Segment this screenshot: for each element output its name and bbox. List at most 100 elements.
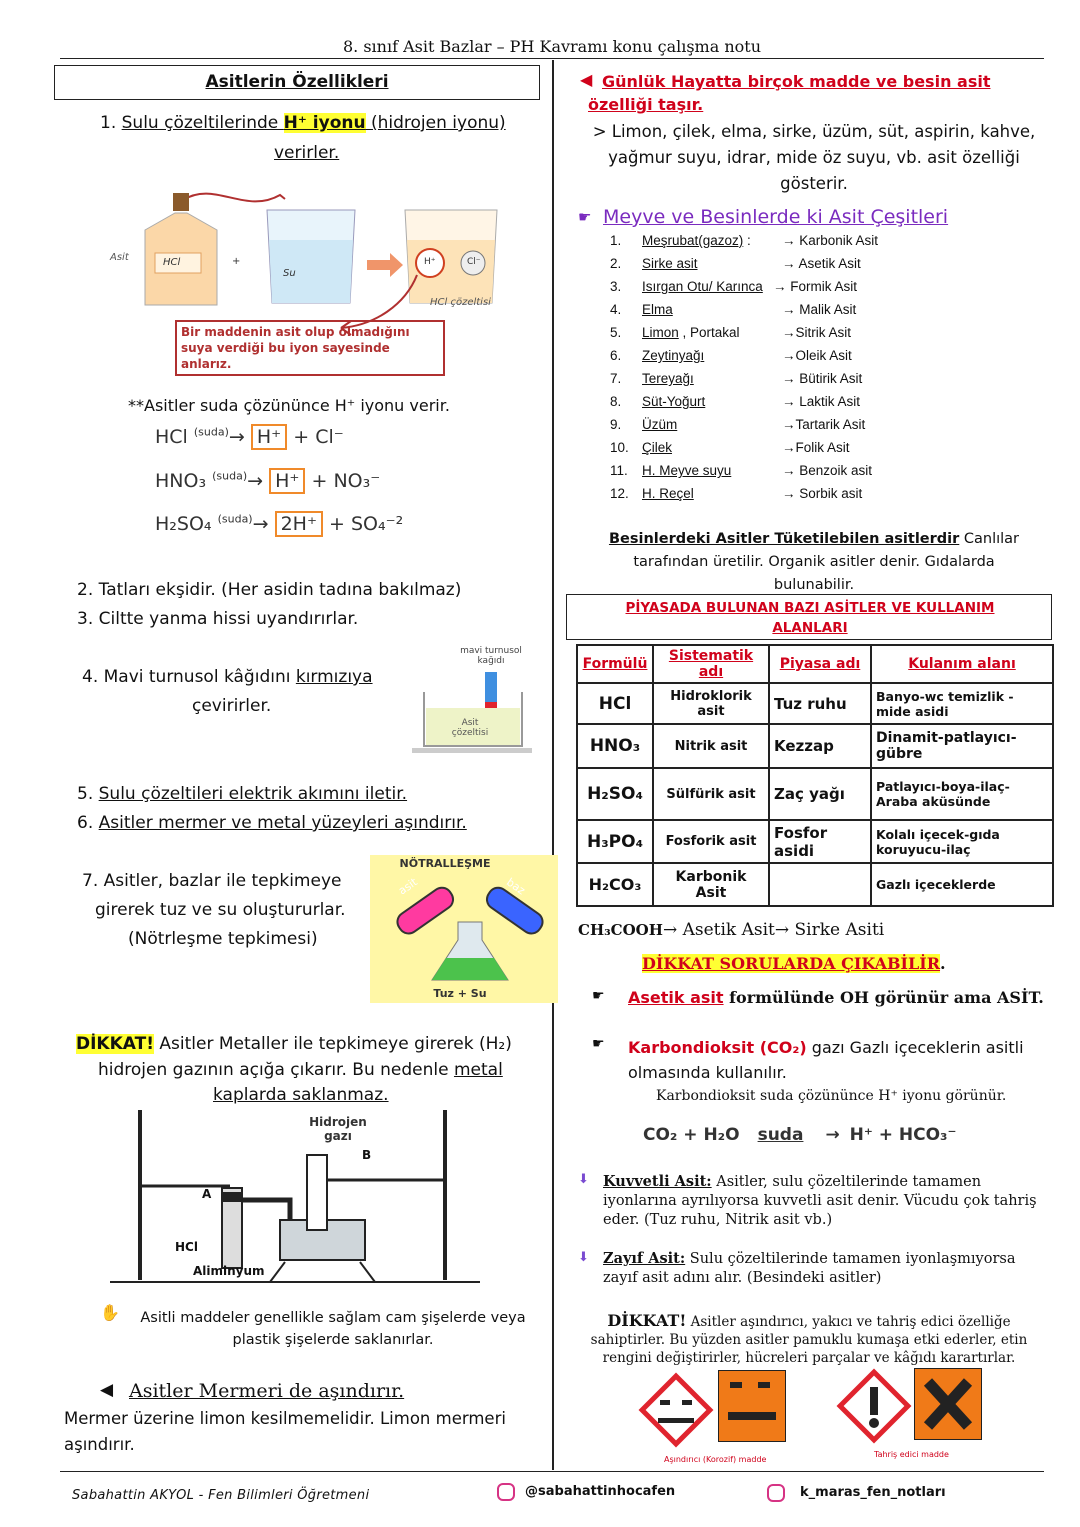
corrosive-pictogram-icon <box>638 1372 714 1448</box>
equation-hno3: HNO₃ (suda)→ H⁺ + NO₃⁻ <box>155 468 381 494</box>
h-ion-box: H⁺ <box>250 424 288 450</box>
property-6: 6. Asitler mermer ve metal yüzeyleri aşı… <box>77 813 467 833</box>
marble-icon: ◀ <box>100 1380 114 1400</box>
marble-text: Mermer üzerine limon kesilmemelidir. Lim… <box>64 1409 506 1454</box>
author-credit: Sabahattin AKYOL - Fen Bilimleri Öğretme… <box>72 1488 370 1503</box>
instagram-handle-2[interactable]: k_maras_fen_notları <box>800 1485 946 1500</box>
food-name: H. Reçel <box>642 486 694 501</box>
property-7-b: girerek tuz ve su oluştururlar. <box>95 900 346 920</box>
property-5: 5. Sulu çözeltileri elektrik akımını ile… <box>77 784 408 804</box>
column-divider <box>552 60 554 1470</box>
list-item: 8.Süt-Yoğurt→ Laktik Asit <box>610 394 1030 414</box>
marble-title: Asitler Mermeri de aşındırır. <box>129 1380 405 1402</box>
fig1-hcl-label: HCl <box>163 257 181 268</box>
acid-name: → Asetik Asit <box>782 256 861 271</box>
page-title: 8. sınıf Asit Bazlar – PH Kavramı konu ç… <box>342 37 762 56</box>
hydrogen-apparatus-figure <box>110 1110 480 1283</box>
list-item: 5. Limon , Portakal →Sitrik Asit <box>610 325 1030 345</box>
dikkat-corrosive-note: DİKKAT! Asitler aşındırıcı, yakıcı ve ta… <box>590 1311 1028 1367</box>
food-name: Isırgan Otu/ Karınca <box>642 279 763 294</box>
apparatus-hcl-label: HCl <box>175 1240 198 1254</box>
food-name: Limon , Portakal <box>642 325 740 340</box>
acid-name: → Malik Asit <box>782 302 857 317</box>
acid-name: →Sitrik Asit <box>782 325 852 340</box>
co2-equation: CO₂ + H₂O suda → H⁺ + HCO₃⁻ <box>643 1125 957 1145</box>
fig1-asit-label: Asit <box>110 252 129 263</box>
bullet-icon: ☛ <box>592 988 605 1004</box>
section-title: Asitlerin Özellikleri <box>205 72 389 92</box>
list-number: 8. <box>610 394 622 409</box>
corrosive-caption: Aşındırıcı (Korozif) madde <box>664 1455 767 1464</box>
hcl-dissolving-figure <box>144 192 498 336</box>
list-item: 1.Meşrubat(gazoz) :→ Karbonik Asit <box>610 233 1030 253</box>
edible-acids-note: Besinlerdeki Asitler Tüketilebilen asitl… <box>608 531 1020 593</box>
list-item: 12.H. Reçel→ Sorbik asit <box>610 486 1030 506</box>
fig1-note-box: Bir maddenin asit olup olmadığını suya v… <box>175 320 445 376</box>
list-item: 7.Tereyağı→ Bütirik Asit <box>610 371 1030 391</box>
acid-name: → Sorbik asit <box>782 486 863 501</box>
litmus-paper-label: mavi turnusol kağıdı <box>460 646 522 666</box>
bullet-icon: ☛ <box>592 1036 605 1052</box>
irritant-pictogram-icon <box>836 1368 912 1444</box>
list-item: 9. Üzüm →Tartarik Asit <box>610 417 1030 437</box>
weak-acid-text: Zayıf Asit: Sulu çözeltilerinde tamamen … <box>603 1250 1016 1286</box>
fig1-cl-label: Cl⁻ <box>467 257 481 267</box>
table-row: H₂SO₄ Sülfürik asit Zaç yağı Patlayıcı-b… <box>576 767 1054 821</box>
strong-acid-text: Kuvvetli Asit: Asitler, sulu çözeltileri… <box>603 1173 1037 1228</box>
dikkat-metal-note-2: hidrojen gazının açığa çıkarır. Bu neden… <box>98 1060 503 1080</box>
acetic-acid-line: CH₃COOH→ Asetik Asit→ Sirke Asiti <box>578 920 885 940</box>
daily-life-title: Günlük Hayatta birçok madde ve besin asi… <box>588 72 991 114</box>
table-row: H₃PO₄ Fosforik asit Fosfor asidi Kolalı … <box>576 819 1054 864</box>
list-number: 11. <box>610 463 628 478</box>
dikkat-metal-note-3: kaplarda saklanmaz. <box>213 1085 389 1105</box>
litmus-figure <box>412 672 532 753</box>
apparatus-a-label: A <box>202 1187 212 1201</box>
property-4: 4. Mavi turnusol kâğıdını kırmızıya <box>82 667 373 687</box>
acid-name: →Tartarik Asit <box>782 417 866 432</box>
section-title-box <box>54 65 540 100</box>
acid-name: → Laktik Asit <box>782 394 861 409</box>
market-title-box <box>566 594 1052 640</box>
equation-h2so4: H₂SO₄ (suda)→ 2H⁺ + SO₄⁻² <box>155 511 404 537</box>
h-ion-highlight: H⁺ iyonu <box>283 113 366 133</box>
fruits-icon: ☛ <box>578 208 592 226</box>
glass-storage-note: Asitli maddeler genellikle sağlam cam şi… <box>140 1310 526 1348</box>
table-row: HNO₃ Nitrik asit Kezzap Dinamit-patlayıc… <box>576 723 1054 769</box>
list-item: 6.Zeytinyağı→Oleik Asit <box>610 348 1030 368</box>
property-4-cont: çevirirler. <box>192 696 272 716</box>
instagram-icon <box>767 1484 785 1502</box>
h-ion-box: 2H⁺ <box>274 511 323 537</box>
acid-table: Formülü Sistematik adı Piyasa adı Kulanı… <box>576 644 1054 907</box>
property-3: 3. Ciltte yanma hissi uyandırırlar. <box>77 609 359 629</box>
hydrogen-gas-label: Hidrojen gazı <box>309 1115 367 1143</box>
hand-icon: ✋ <box>100 1303 120 1322</box>
h-ion-box: H⁺ <box>269 468 306 494</box>
instagram-handle-1[interactable]: @sabahattinhocafen <box>525 1484 676 1499</box>
market-title: PİYASADA BULUNAN BAZI ASİTLER VE KULLANI… <box>625 600 995 636</box>
list-number: 4. <box>610 302 622 317</box>
daily-icon: ◀ <box>580 70 593 89</box>
header-rule <box>60 58 1044 59</box>
neutralization-tubes <box>396 886 544 981</box>
table-row: H₂CO₃ Karbonik Asit Gazlı içeceklerde <box>576 862 1054 907</box>
property-2: 2. Tatları ekşidir. (Her asidin tadına b… <box>77 580 462 600</box>
list-number: 5. <box>610 325 622 340</box>
list-item: 4. Elma → Malik Asit <box>610 302 1030 322</box>
dikkat-metal-note: DİKKAT! Asitler Metaller ile tepkimeye g… <box>76 1034 512 1054</box>
food-name: Elma <box>642 302 673 317</box>
acid-name: → Benzoik asit <box>782 463 873 478</box>
food-name: H. Meyve suyu <box>642 463 732 478</box>
neutralization-bottom-label: Tuz + Su <box>433 987 487 1000</box>
fig1-solution-label: HCl çözeltisi <box>430 297 491 308</box>
acetic-oh-note: Asetik asit formülünde OH görünür ama AS… <box>628 988 1044 1007</box>
acid-name: →Folik Asit <box>782 440 850 455</box>
list-number: 3. <box>610 279 622 294</box>
food-name: Üzüm <box>642 417 678 432</box>
list-number: 9. <box>610 417 622 432</box>
co2-ion-note: Karbondioksit suda çözününce H⁺ iyonu gö… <box>656 1088 1007 1104</box>
food-name: Çilek <box>642 440 673 455</box>
co2-note: Karbondioksit (CO₂) gazı Gazlı içecekler… <box>628 1038 1024 1082</box>
list-number: 10. <box>610 440 629 455</box>
neutralization-title: NÖTRALLEŞME <box>399 857 491 870</box>
asterisk-note: **Asitler suda çözününce H⁺ iyonu verir. <box>128 396 450 415</box>
